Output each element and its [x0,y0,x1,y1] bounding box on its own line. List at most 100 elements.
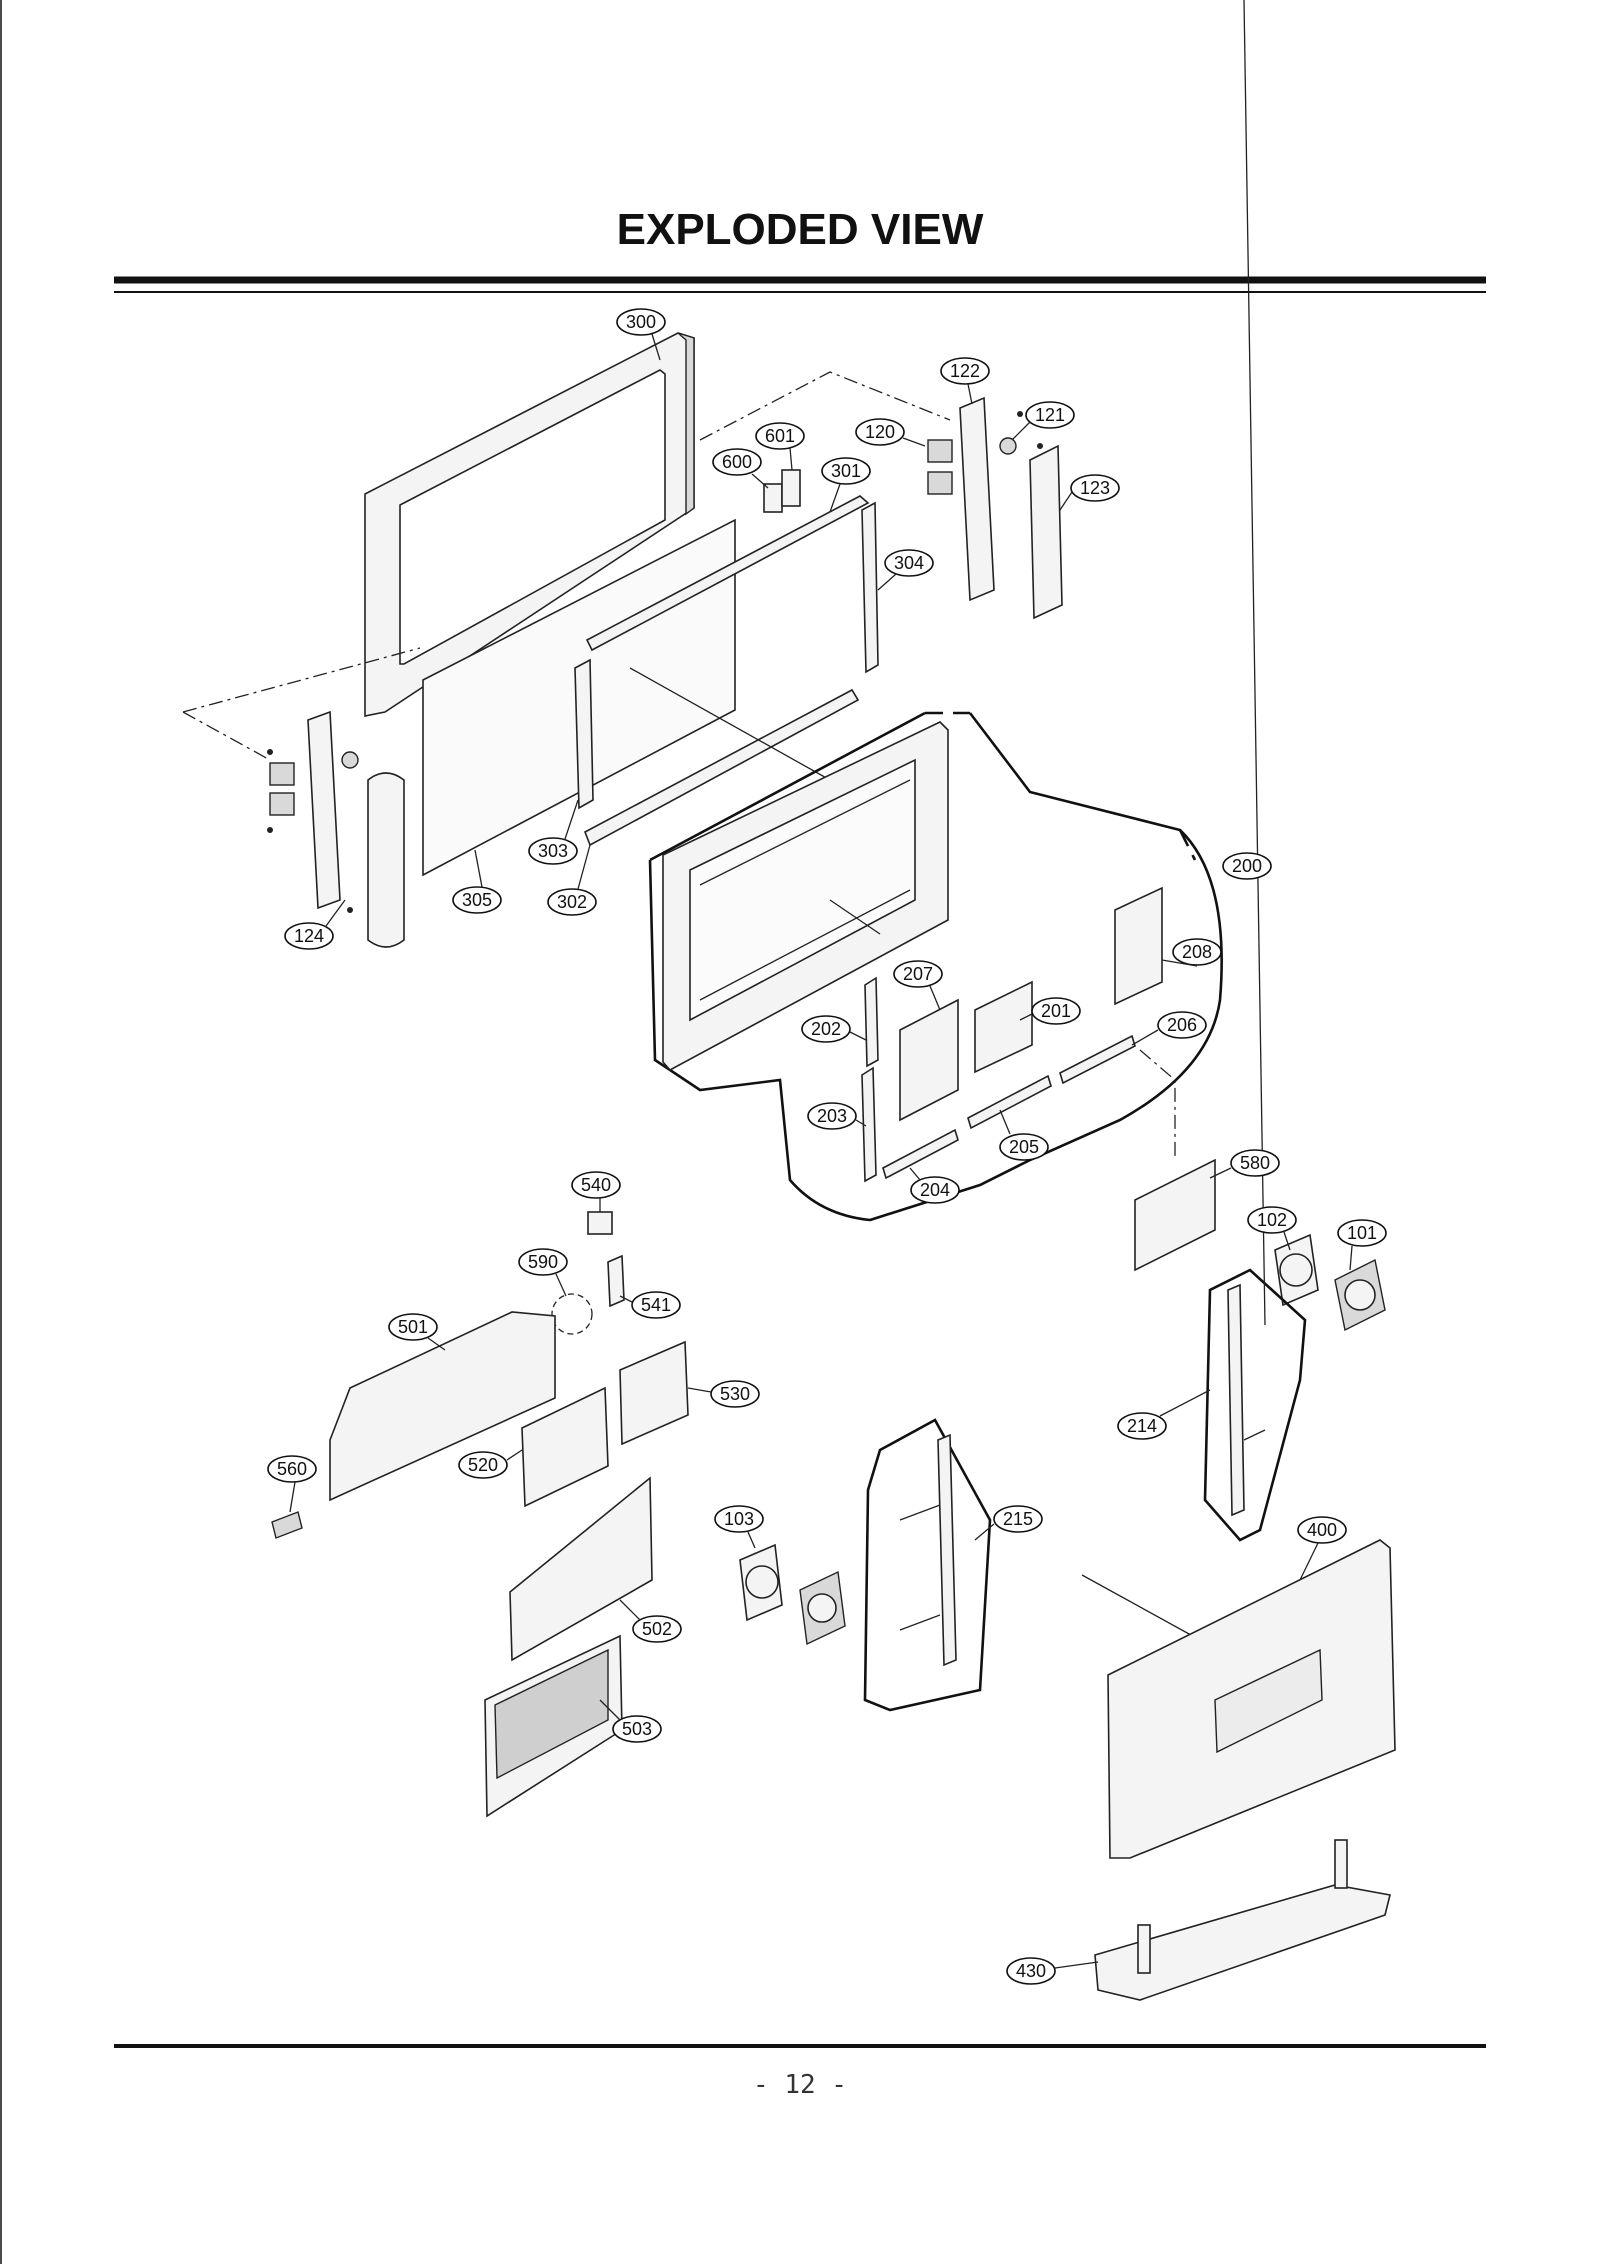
stand-post-left [1137,1924,1151,1974]
svg-text:400: 400 [1307,1520,1337,1540]
svg-text:205: 205 [1009,1137,1039,1157]
label-leaders [289,333,1353,1969]
board-580 [1134,1158,1216,1272]
speaker-right-cover [1029,444,1063,620]
leader-301 [829,483,841,513]
leader-207 [929,985,941,1011]
leader-201 [1019,1013,1033,1021]
shield-502 [509,1476,653,1662]
group-215-outline [863,1418,992,1712]
svg-text:503: 503 [622,1719,652,1739]
part-label-501: 501 [388,1313,438,1341]
bracket-215-arm-2 [899,1614,941,1631]
svg-text:203: 203 [817,1106,847,1126]
svg-text:202: 202 [811,1019,841,1039]
svg-text:305: 305 [462,890,492,910]
page-number: - 12 - [753,2070,847,2100]
frame-rail-top [699,779,911,886]
leader-203 [855,1119,867,1127]
bracket-214-arm-2 [1243,1429,1266,1441]
group-214-outline [1203,1268,1307,1542]
svg-text:204: 204 [920,1180,950,1200]
assembly-line-1 [182,647,421,713]
svg-text:600: 600 [722,452,752,472]
svg-text:560: 560 [277,1459,307,1479]
part-label-101: 101 [1337,1219,1387,1247]
leader-503 [599,1699,621,1721]
main-board-group [271,1211,689,1818]
svg-text:601: 601 [765,426,795,446]
part-label-123: 123 [1070,474,1120,502]
bezel-side [677,332,695,516]
part-label-502: 502 [632,1615,682,1643]
speaker-left-assembly [267,710,405,948]
speaker-right-assembly [927,396,1063,620]
top-rail [585,495,870,652]
strip-202 [864,976,879,1068]
part-label-503: 503 [612,1715,662,1743]
part-label-303: 303 [528,837,578,865]
side-bracket-right [861,501,879,674]
svg-text:300: 300 [626,312,656,332]
main-frame-group [648,711,1223,1222]
part-label-204: 204 [910,1176,960,1204]
svg-text:301: 301 [831,461,861,481]
bezel-window [399,369,666,665]
svg-text:214: 214 [1127,1416,1157,1436]
svg-text:207: 207 [903,964,933,984]
part-label-300: 300 [616,308,666,336]
leader-206 [1131,1029,1159,1046]
assembly-line-2 [182,711,271,761]
part-label-203: 203 [807,1102,857,1130]
leader-102 [1283,1231,1291,1251]
part-label-304: 304 [884,549,934,577]
speaker-knob-3 [341,751,359,769]
side-bracket-left [574,658,594,810]
leader-300 [651,333,661,361]
part-label-215: 215 [993,1505,1043,1533]
part-label-541: 541 [631,1291,681,1319]
part-label-560: 560 [267,1455,317,1483]
part-label-540: 540 [571,1171,621,1199]
fan-lower-blades [807,1593,837,1623]
part-label-121: 121 [1025,401,1075,429]
part-label-206: 206 [1157,1011,1207,1039]
svg-text:590: 590 [528,1252,558,1272]
leader-121 [1011,421,1031,441]
board-201 [974,980,1033,1074]
speaker-right-knob-2 [927,471,953,495]
part-label-590: 590 [518,1248,568,1276]
leader-302 [577,844,591,890]
group-200-outline [648,711,1223,1222]
back-cover-leader [1081,1574,1201,1641]
part-label-520: 520 [458,1451,508,1479]
speaker-right-knob-1 [927,439,953,463]
part-label-301: 301 [821,457,871,485]
leader-530 [687,1387,712,1393]
page-title: EXPLODED VIEW [616,205,984,254]
speaker-left-cover [367,772,405,948]
bracket-214-arm-1 [1243,0,1266,1326]
leader-501 [427,1337,446,1351]
leader-303 [564,799,579,840]
assembly-line-4 [629,667,831,781]
svg-text:540: 540 [581,1175,611,1195]
svg-text:215: 215 [1003,1509,1033,1529]
part-label-102: 102 [1247,1206,1297,1234]
speaker-left-frame [307,710,341,910]
part-label-202: 202 [801,1015,851,1043]
part-label-120: 120 [855,418,905,446]
leader-202 [849,1031,867,1041]
leader-208 [1161,959,1198,967]
part-label-103: 103 [714,1505,764,1533]
svg-text:206: 206 [1167,1015,1197,1035]
bracket-215 [937,1433,957,1667]
speaker-right-knob-3 [999,437,1017,455]
leader-400 [1299,1542,1319,1581]
fan-upper [1274,1233,1386,1332]
chassis-501 [329,1311,556,1502]
leader-560 [289,1481,296,1513]
svg-text:580: 580 [1240,1153,1270,1173]
